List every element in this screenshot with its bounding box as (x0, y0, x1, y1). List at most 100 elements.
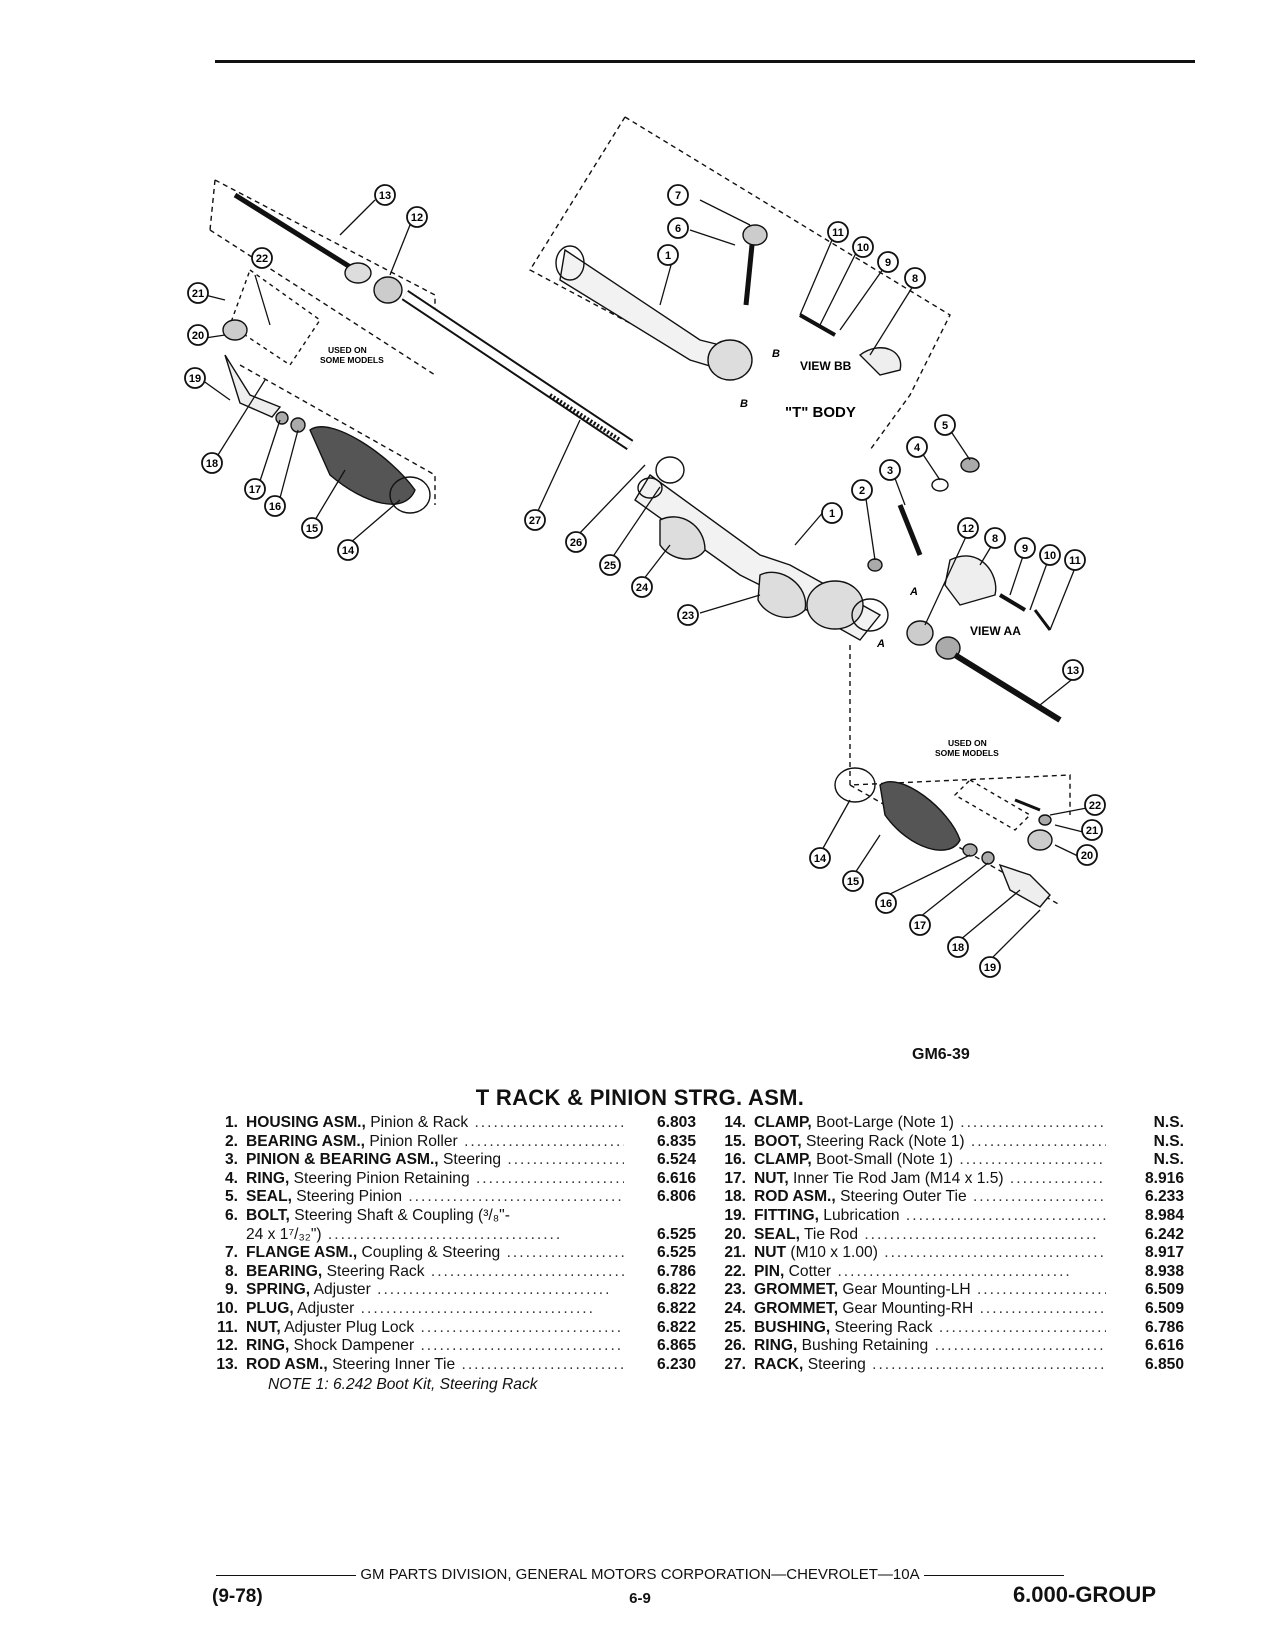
callout-circle (201, 452, 223, 474)
view-bb-label: VIEW BB (800, 359, 852, 373)
part-detail: Pinion Roller (364, 1132, 458, 1150)
part-description: SEAL, Steering Pinion ..................… (246, 1188, 624, 1207)
callout-circle (599, 554, 621, 576)
used-on-upper-line1: USED ON (328, 345, 367, 355)
part-number: 3. (224, 1151, 238, 1169)
part-row: 8. BEARING, Steering Rack ...............… (196, 1263, 696, 1282)
callout-number: 9 (1022, 543, 1028, 555)
part-code: 8.938 (1144, 1262, 1184, 1280)
callout-circle (264, 495, 286, 517)
part-name: GROMMET, (754, 1281, 839, 1299)
boot-upper (309, 426, 431, 514)
part-row: 12.RING, Shock Dampener ................… (196, 1337, 696, 1356)
used-on-upper-line2: SOME MODELS (320, 355, 384, 365)
part-code: 6.509 (1144, 1299, 1184, 1317)
part-code: 6.806 (656, 1188, 696, 1206)
callout-circle (904, 267, 926, 289)
part-code: N.S. (1153, 1132, 1184, 1150)
part-detail: Steering Rack (322, 1262, 425, 1280)
part-description: FLANGE ASM., Coupling & Steering .......… (246, 1244, 624, 1263)
dot-leader: ..................................... (877, 1244, 1106, 1262)
view-aa-label: VIEW AA (970, 624, 1021, 638)
part-number: 8. (224, 1262, 238, 1280)
top-rule (215, 60, 1195, 63)
part-number: 23. (724, 1281, 746, 1299)
dot-leader: ..................................... (1009, 1169, 1106, 1187)
callout-number: 17 (914, 920, 926, 932)
dot-leader: ..................................... (474, 1114, 624, 1131)
part-number: 17. (724, 1169, 746, 1187)
part-description: BUSHING, Steering Rack .................… (754, 1319, 1106, 1338)
dot-leader: ..................................... (959, 1151, 1106, 1169)
footer-publisher: GM PARTS DIVISION, GENERAL MOTORS CORPOR… (360, 1566, 920, 1583)
part-row: 20. SEAL, Tie Rod .......................… (704, 1226, 1184, 1245)
dot-leader: ..................................... (960, 1114, 1106, 1131)
dot-leader: ..................................... (865, 1355, 1106, 1373)
callout-number: 10 (857, 242, 869, 254)
dashed-box-upper-left (214, 179, 436, 325)
callout-circle (947, 936, 969, 958)
dot-leader: ..................................... (507, 1151, 624, 1169)
part-row: 22.PIN, Cotter .........................… (704, 1263, 1184, 1282)
part-code: 6.865 (656, 1337, 696, 1355)
part-name: NUT, (246, 1318, 281, 1336)
callout-number: 3 (887, 465, 893, 477)
part-row: 10.PLUG, Adjuster ......................… (196, 1300, 696, 1319)
part-row: 4.RING, Steering Pinion Retaining ......… (196, 1170, 696, 1189)
part-detail: Adjuster (310, 1281, 371, 1299)
part-row: 25.BUSHING, Steering Rack ..............… (704, 1319, 1184, 1338)
callout-circle (631, 576, 653, 598)
callout-circle (875, 892, 897, 914)
housing-center (634, 456, 889, 641)
part-row: 17.NUT, Inner Tie Rod Jam (M14 x 1.5) ..… (704, 1170, 1184, 1189)
view-aa-adjuster (944, 555, 997, 606)
dot-leader: ..................................... (430, 1262, 624, 1280)
part-description: HOUSING ASM., Pinion & Rack ............… (246, 1114, 624, 1133)
callout-number: 11 (1069, 555, 1081, 567)
dot-leader: ..................................... (934, 1337, 1106, 1355)
part-code: N.S. (1153, 1151, 1184, 1169)
dot-leader: ..................................... (506, 1244, 624, 1262)
callout-number: 19 (984, 962, 996, 974)
part-number: 19. (724, 1206, 746, 1224)
part-name: RING, (246, 1337, 290, 1355)
part-row: 18.ROD ASM., Steering Outer Tie ........… (704, 1188, 1184, 1207)
part-name: ROD ASM., (246, 1355, 328, 1373)
callout-circle (251, 247, 273, 269)
part-code: 6.822 (656, 1318, 696, 1336)
footer-rule-right (923, 1574, 1064, 1576)
part-name: SEAL, (246, 1188, 292, 1206)
part-row: 19.FITTING, Lubrication ................… (704, 1207, 1184, 1226)
part-code: 6.616 (1144, 1337, 1184, 1355)
part-description: BEARING, Steering Rack .................… (246, 1263, 624, 1282)
part-name: RING, (754, 1337, 798, 1355)
part-code: 6.822 (656, 1299, 696, 1317)
callout-circle (406, 206, 428, 228)
exploded-view-diagram: 1312212220191817161514272625242317611110… (184, 116, 1106, 978)
dot-leader: ..................................... (461, 1355, 625, 1373)
part-detail: Tie Rod (799, 1225, 858, 1243)
part-code: 6.786 (656, 1262, 696, 1280)
section-a-upper: A (909, 586, 918, 598)
part-number: 20. (724, 1225, 746, 1243)
boot-lower (834, 767, 961, 851)
inner-tie-rod-upper (233, 192, 357, 273)
callout-number: 15 (847, 876, 859, 888)
part-number: 7. (224, 1244, 238, 1262)
part-detail: Boot-Small (Note 1) (811, 1151, 954, 1169)
part-description: SPRING, Adjuster .......................… (246, 1281, 624, 1300)
dot-leader: ..................................... (858, 1225, 1099, 1243)
part-name: SPRING, (246, 1281, 311, 1299)
part-description: CLAMP, Boot-Small (Note 1) .............… (754, 1151, 1106, 1170)
callout-circle (1081, 819, 1103, 841)
callout-circle (244, 478, 266, 500)
grommet-rh (659, 516, 706, 560)
callout-circle (984, 527, 1006, 549)
part-code: 6.524 (656, 1151, 696, 1169)
dot-leader: ..................................... (979, 1299, 1106, 1317)
part-number: 11. (217, 1318, 238, 1336)
parts-list-right: 14.CLAMP, Boot-Large (Note 1) ..........… (704, 1114, 1184, 1374)
part-name: SEAL, (754, 1225, 800, 1243)
part-name: PLUG, (246, 1299, 294, 1317)
part-detail: Steering (438, 1151, 502, 1169)
